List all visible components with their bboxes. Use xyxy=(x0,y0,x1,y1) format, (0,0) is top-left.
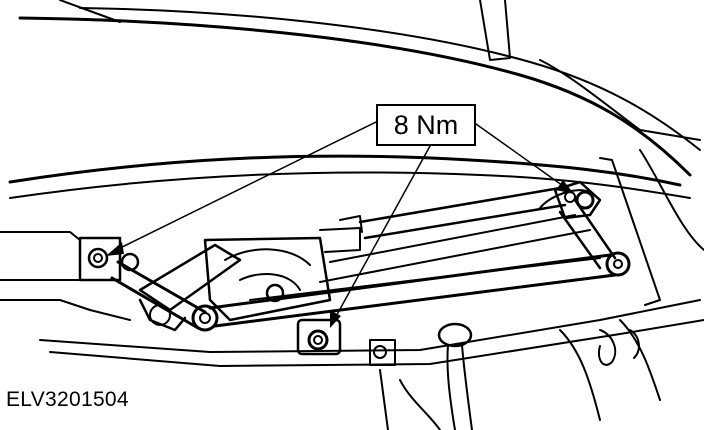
body-outline xyxy=(0,0,704,421)
hose-grommet xyxy=(379,322,473,430)
torque-value: 8 Nm xyxy=(393,109,459,140)
figure-id: ELV3201504 xyxy=(6,388,129,411)
torque-callout: 8 Nm xyxy=(376,104,476,146)
wiper-motor xyxy=(138,215,363,332)
arrow-icon xyxy=(556,180,574,194)
torque-leaders xyxy=(106,121,574,328)
left-mount-bracket xyxy=(78,236,122,282)
arrow-icon xyxy=(330,310,341,328)
arrow-icon xyxy=(106,242,124,256)
center-mount-bracket xyxy=(296,318,396,366)
crank-arm xyxy=(110,252,219,332)
linkage-rods xyxy=(208,186,631,328)
